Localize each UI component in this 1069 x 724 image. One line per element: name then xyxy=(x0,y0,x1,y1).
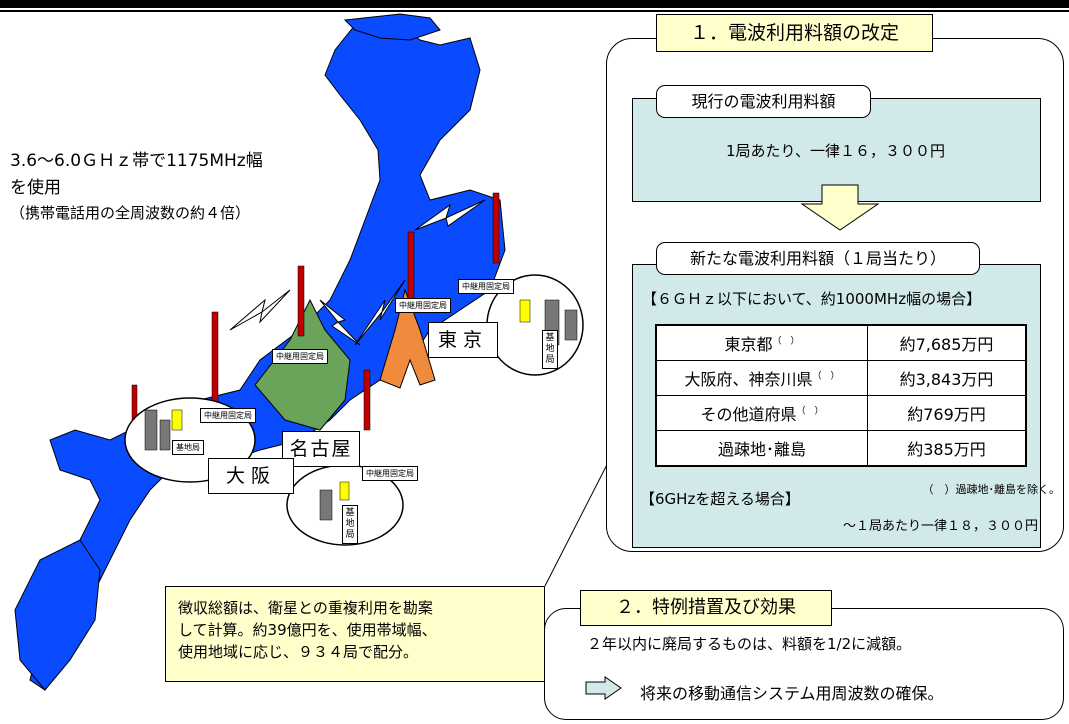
radio-link-bolt xyxy=(414,199,486,231)
radio-link-bolt xyxy=(229,289,291,331)
region-cell: 大阪府、神奈川県（ ） xyxy=(655,360,868,396)
frequency-description: 3.6～6.0ＧＨｚ帯で1175MHz幅 を使用 （携帯電話用の全周波数の約４倍… xyxy=(10,148,340,224)
table-row: その他道府県（ ） 約769万円 xyxy=(655,395,1027,431)
city-label-tokyo: 東京 xyxy=(428,322,498,358)
relay-station-label: 中継用固定局 xyxy=(395,298,451,313)
relay-tower xyxy=(131,192,500,431)
region-name: 過疎地･離島 xyxy=(717,440,806,459)
fee-cell: 約7,685万円 xyxy=(867,324,1027,361)
table-row: 大阪府、神奈川県（ ） 約3,843万円 xyxy=(655,360,1027,396)
callout-line-1: 徴収総額は、衛星との重複利用を勘案 xyxy=(178,599,433,617)
region-mark: （ ） xyxy=(772,336,800,347)
region-name: その他道府県 xyxy=(700,405,797,424)
right-arrow-icon xyxy=(585,676,622,700)
fee-cell: 約385万円 xyxy=(867,430,1027,467)
relay-station-label: 中継用固定局 xyxy=(272,349,328,364)
top-border-bar xyxy=(0,0,1069,8)
below-6ghz-label: 【６ＧＨｚ以下において、約1000MHz幅の場合】 xyxy=(642,290,982,308)
base-station-label-vertical: 基地局 xyxy=(542,330,558,369)
city-label-osaka: 大阪 xyxy=(208,458,294,494)
above-6ghz-value: ～１局あたり一律１８，３００円 xyxy=(842,519,1038,534)
city-label-nagoya: 名古屋 xyxy=(282,431,360,467)
base-station-label-vertical: 基地局 xyxy=(342,505,358,544)
table-row: 東京都（ ） 約7,685万円 xyxy=(655,324,1027,361)
relay-station-label: 中継用固定局 xyxy=(200,408,256,423)
base-station-label: 基地局 xyxy=(172,440,204,455)
frequency-note: （携帯電話用の全周波数の約４倍） xyxy=(10,204,251,222)
callout-pointer-line xyxy=(544,438,620,587)
total-revenue-callout: 徴収総額は、衛星との重複利用を勘案 して計算。約39億円を、使用帯域幅、 使用地… xyxy=(165,586,545,682)
fee-table: 東京都（ ） 約7,685万円 大阪府、神奈川県（ ） 約3,843万円 その他… xyxy=(655,324,1027,467)
down-arrow-icon xyxy=(800,184,880,231)
region-cell: 過疎地･離島 xyxy=(655,430,868,467)
region-cell: その他道府県（ ） xyxy=(655,395,868,431)
japan-north-shape xyxy=(343,13,441,41)
fee-revision-title: １．電波利用料額の改定 xyxy=(656,14,933,52)
base-station-marker xyxy=(171,299,531,501)
relay-station-label: 中継用固定局 xyxy=(458,279,514,294)
above-6ghz-label: 【6GHzを超える場合】 xyxy=(640,490,800,508)
callout-line-2: して計算。約39億円を、使用帯域幅、 xyxy=(178,621,437,639)
radio-link-bolt xyxy=(354,279,406,346)
region-mark: （ ） xyxy=(796,406,824,417)
mountain-green xyxy=(254,298,351,431)
region-name: 大阪府、神奈川県 xyxy=(684,370,813,389)
frequency-line-1: 3.6～6.0ＧＨｚ帯で1175MHz幅 xyxy=(10,151,263,171)
new-fee-title: 新たな電波利用料額（１局当たり） xyxy=(656,242,980,275)
current-fee-title: 現行の電波利用料額 xyxy=(656,85,871,118)
table-row: 過疎地･離島 約385万円 xyxy=(655,430,1027,467)
region-name: 東京都 xyxy=(724,335,773,354)
kyushu-shape xyxy=(14,539,101,691)
fee-cell: 約3,843万円 xyxy=(867,360,1027,396)
exclusion-note: （ ）過疎地･離島を除く。 xyxy=(922,483,1061,496)
mountain-orange xyxy=(379,288,436,389)
radio-link-bolt xyxy=(319,299,361,346)
current-fee-body: 1局あたり、一律１６，３００円 xyxy=(726,142,945,160)
special-measures-line-1: ２年以内に廃局するものは、料額を1/2に減額。 xyxy=(587,635,912,653)
special-measures-title: ２．特例措置及び効果 xyxy=(580,590,832,626)
frequency-line-2: を使用 xyxy=(10,178,61,198)
fee-cell: 約769万円 xyxy=(867,395,1027,431)
relay-station-label: 中継用固定局 xyxy=(362,466,418,481)
callout-line-3: 使用地域に応じ、９３４局で配分。 xyxy=(178,643,419,661)
region-cell: 東京都（ ） xyxy=(655,324,868,361)
special-measures-line-2: 将来の移動通信システム用周波数の確保。 xyxy=(640,684,944,703)
region-mark: （ ） xyxy=(812,371,840,382)
top-border-line xyxy=(0,10,1069,12)
japan-map xyxy=(14,13,620,691)
special-measures-panel xyxy=(544,608,1064,720)
